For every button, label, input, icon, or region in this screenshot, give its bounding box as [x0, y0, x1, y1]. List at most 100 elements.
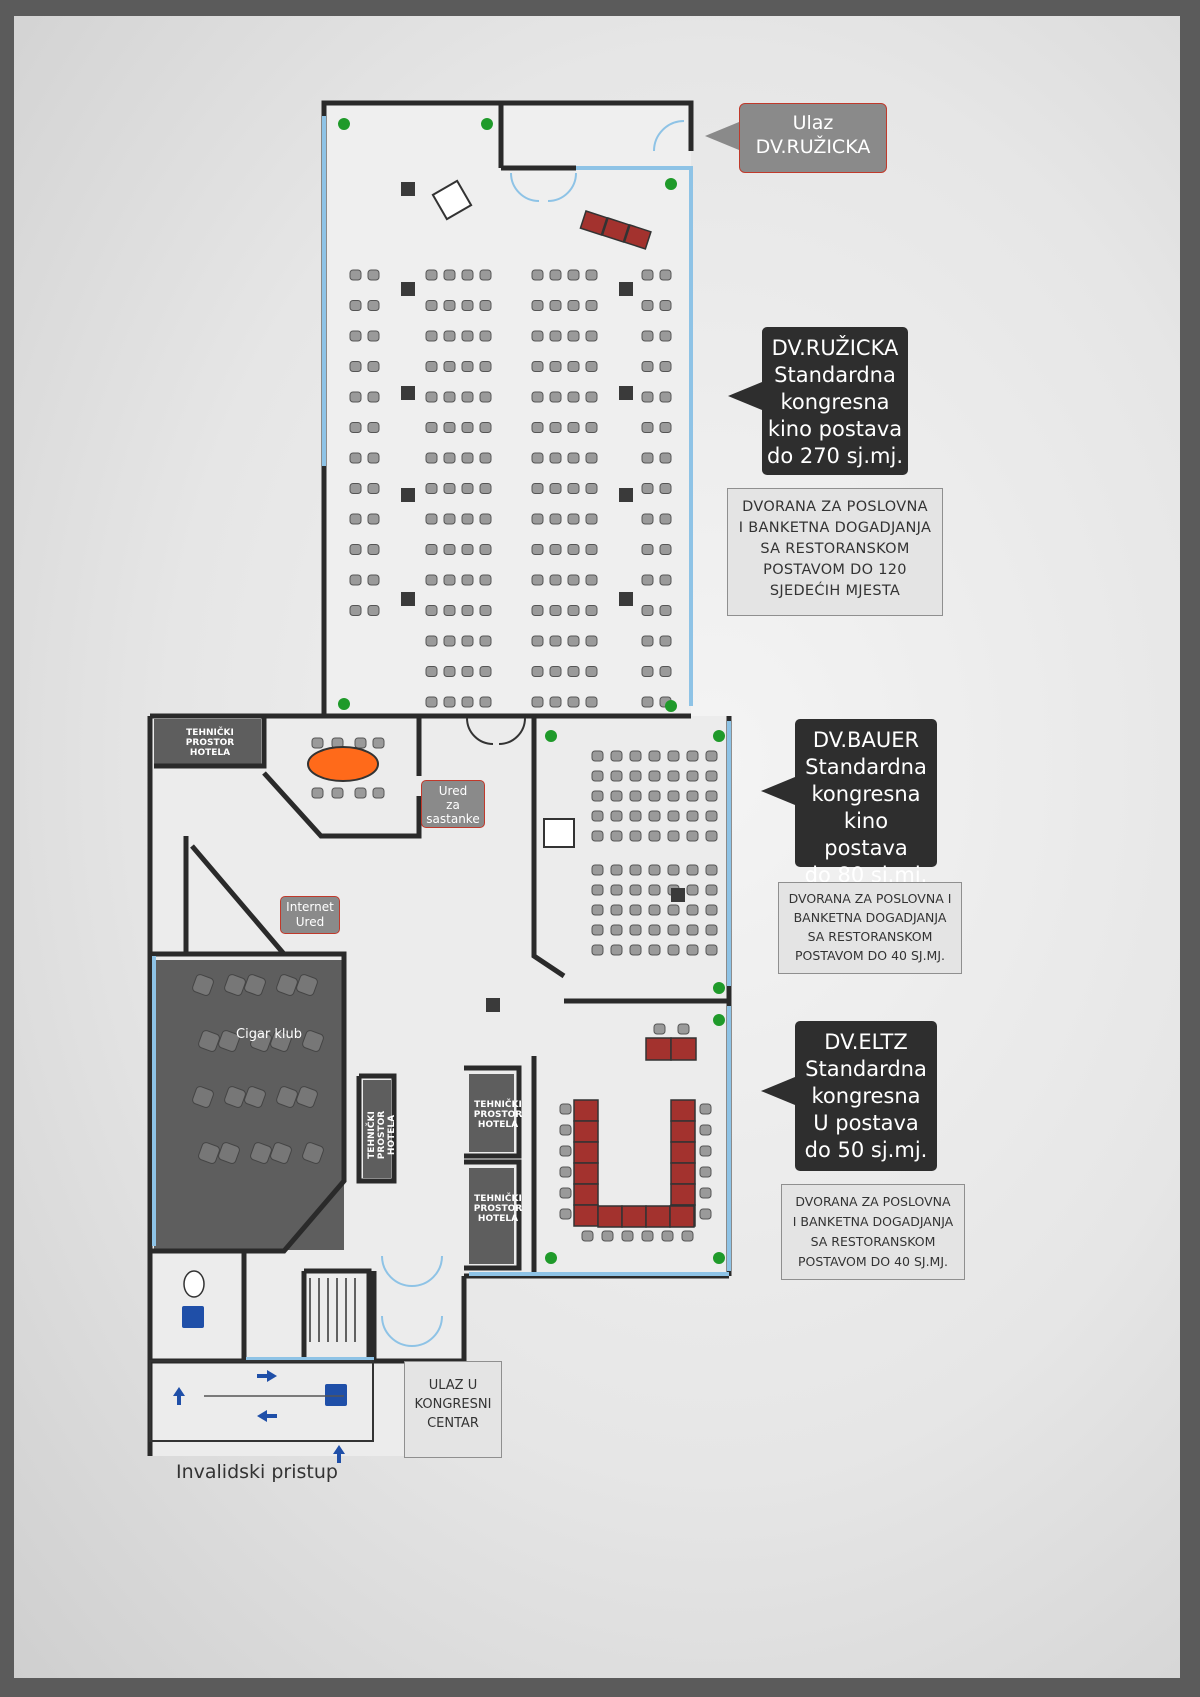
head-table: [601, 217, 630, 243]
chair-icon: [443, 330, 456, 342]
u-table-section: [670, 1099, 696, 1122]
u-table-section: [670, 1141, 696, 1164]
column-icon: [619, 592, 633, 606]
chair-icon: [443, 391, 456, 403]
hall-line: DV.RUŽICKA: [771, 336, 899, 360]
wall: [464, 1065, 522, 1159]
room-label-line: HOTELA: [477, 1120, 519, 1130]
chair-icon: [648, 884, 661, 896]
room-tag-line: Ured: [438, 784, 468, 798]
chair-icon: [705, 750, 718, 762]
chair-icon: [641, 269, 654, 281]
chair-icon: [585, 361, 598, 372]
chair-icon: [349, 574, 362, 586]
plant-icon: [481, 118, 493, 130]
chair-icon: [443, 269, 456, 281]
chair-icon: [629, 924, 642, 936]
chair-icon: [567, 605, 580, 616]
chair-icon: [629, 944, 642, 956]
chair-icon: [367, 483, 380, 494]
chair-icon: [699, 1103, 712, 1115]
entrance-label: ULAZ U KONGRESNI CENTAR: [404, 1361, 502, 1458]
chair-icon: [699, 1187, 712, 1199]
chair-icon: [591, 944, 604, 956]
chair-icon: [349, 300, 362, 311]
chair-icon: [610, 750, 623, 762]
chair-icon: [559, 1166, 572, 1178]
wall: [154, 716, 267, 769]
chair-icon: [531, 513, 544, 525]
door-icon: [381, 1255, 443, 1287]
chair-icon: [549, 269, 562, 281]
chair-icon: [461, 666, 474, 677]
room-label-tech-vertical: TEHNIČKI PROSTOR HOTELA: [367, 1085, 397, 1185]
armchair-icon: [302, 1030, 324, 1052]
chair-icon: [479, 574, 492, 586]
chair-icon: [641, 391, 654, 403]
chair-icon: [705, 864, 718, 876]
room-label-line: PROSTOR: [473, 1110, 523, 1120]
chair-icon: [686, 750, 699, 762]
chair-icon: [461, 635, 474, 647]
chair-icon: [648, 770, 661, 782]
note-line: SJEDEĆIH MJESTA: [769, 583, 901, 599]
note-line: I BANKETNA DOGADJANJA: [738, 520, 932, 536]
chair-icon: [629, 790, 642, 802]
chair-icon: [659, 330, 672, 342]
chair-icon: [567, 300, 580, 311]
u-table-section: [621, 1205, 647, 1228]
lectern-icon: [431, 179, 473, 221]
chair-icon: [567, 696, 580, 708]
chair-icon: [699, 1208, 712, 1220]
chair-icon: [591, 790, 604, 802]
hall-line: kongresna: [811, 782, 921, 806]
chair-icon: [461, 452, 474, 464]
chair-icon: [425, 696, 438, 708]
chair-icon: [531, 452, 544, 464]
wheelchair-icon: [325, 1384, 347, 1406]
armchair-icon: [198, 1030, 220, 1052]
room-label-line: TEHNIČKI: [474, 1100, 522, 1110]
chair-icon: [667, 770, 680, 782]
chair-icon: [610, 810, 623, 822]
chair-icon: [591, 904, 604, 916]
chair-icon: [349, 483, 362, 494]
chair-icon: [699, 1124, 712, 1136]
room-label-line: HOTELA: [477, 1214, 519, 1224]
entry-tag-ruzicka: Ulaz DV.RUŽICKA: [739, 103, 887, 173]
u-table-section: [573, 1120, 599, 1143]
chair-icon: [443, 696, 456, 708]
chair-icon: [479, 330, 492, 342]
chair-icon: [659, 391, 672, 403]
chair-icon: [425, 605, 438, 616]
chair-icon: [461, 483, 474, 494]
chair-icon: [367, 605, 380, 616]
windows: [152, 116, 731, 1361]
plant-icon: [713, 730, 725, 742]
chair-icon: [659, 574, 672, 586]
chair-icon: [601, 1230, 614, 1242]
armchair-icon: [302, 1142, 324, 1164]
chair-icon: [659, 483, 672, 494]
u-table-section: [670, 1183, 696, 1206]
head-table: [645, 1037, 672, 1061]
note-line: BANKETNA DOGADJANJA: [793, 910, 947, 925]
chair-icon: [667, 864, 680, 876]
hall-line: Standardna: [805, 1057, 927, 1081]
u-table-section: [670, 1162, 696, 1185]
wall: [356, 1073, 397, 1184]
floor-plan-board: Ulaz DV.RUŽICKA DV.RUŽICKA Standardna ko…: [14, 16, 1180, 1678]
column-icon: [401, 182, 415, 196]
chair-icon: [567, 452, 580, 464]
chair-icon: [479, 666, 492, 677]
chair-icon: [549, 666, 562, 677]
chair-icon: [531, 269, 544, 281]
wall: [464, 1159, 522, 1271]
note-line: DVORANA ZA POSLOVNA I: [788, 891, 952, 906]
chair-icon: [531, 666, 544, 677]
chair-icon: [349, 544, 362, 555]
column-icon: [619, 386, 633, 400]
chair-icon: [648, 904, 661, 916]
meeting-table: [307, 746, 379, 782]
chair-icon: [705, 810, 718, 822]
